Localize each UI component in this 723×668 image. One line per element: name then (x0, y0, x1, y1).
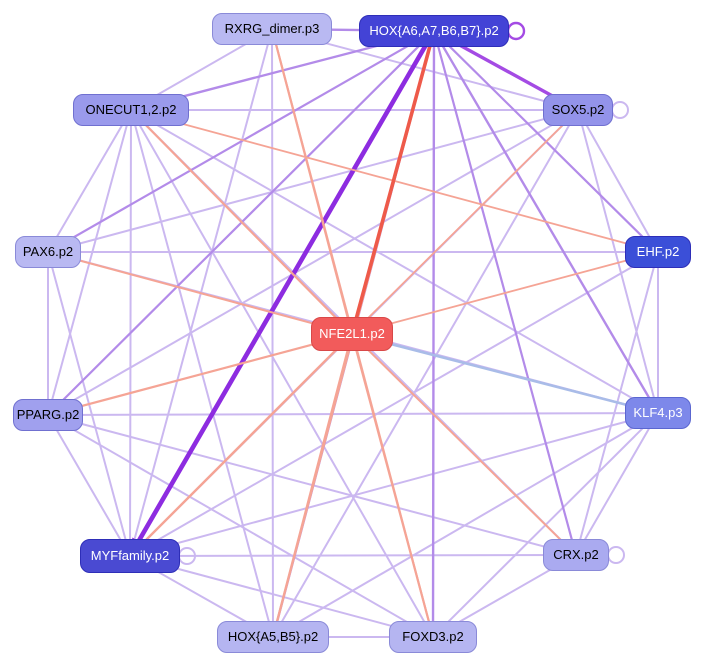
edge-hox67-crx (432, 29, 575, 549)
edge-nfe2l1-myf (134, 332, 354, 552)
edge-hox67-ehf (432, 29, 654, 248)
edge-myf-klf4 (136, 414, 652, 555)
node-hox67[interactable]: HOX{A6,A7,B6,B7}.p2 (359, 15, 509, 47)
node-onecut[interactable]: ONECUT1,2.p2 (73, 94, 189, 126)
node-rxrg[interactable]: RXRG_dimer.p3 (212, 13, 332, 45)
edge-hox67-pparg (52, 29, 436, 411)
edge-pparg-crx (47, 414, 570, 554)
edge-sox5-rxrg (278, 30, 579, 111)
edge-foxd3-crx (439, 558, 570, 634)
node-klf4[interactable]: KLF4.p3 (625, 397, 691, 429)
node-sox5[interactable]: SOX5.p2 (543, 94, 613, 126)
edge-nfe2l1-ehf (351, 253, 652, 335)
node-nfe2l1[interactable]: NFE2L1.p2 (311, 317, 393, 351)
edge-klf4-sox5 (579, 116, 657, 407)
edge-onecut-pparg (49, 109, 132, 409)
node-ehf[interactable]: EHF.p2 (625, 236, 691, 268)
self-loop-hox67 (506, 21, 526, 41)
edge-onecut-klf4 (136, 113, 653, 410)
edge-onecut-foxd3 (130, 109, 431, 632)
edge-nfe2l1-hox67 (350, 39, 434, 336)
edge-nfe2l1-sox5 (351, 114, 574, 335)
edge-myf-crx (137, 554, 569, 557)
edge-pparg-klf4 (55, 412, 651, 416)
edge-hox67-myf (133, 28, 437, 548)
edge-pparg-myf (51, 421, 127, 550)
edge-nfe2l1-crx (351, 333, 572, 551)
node-pparg[interactable]: PPARG.p2 (13, 399, 83, 431)
edge-onecut-pax6 (51, 116, 128, 246)
edge-rxrg-onecut (137, 32, 266, 107)
edge-hox67-pax6 (54, 29, 436, 249)
edge-foxd3-klf4 (432, 417, 654, 638)
edge-hox67-klf4 (432, 29, 655, 407)
edge-nfe2l1-onecut (135, 114, 354, 336)
edge-hox55-klf4 (272, 416, 653, 638)
edge-ehf-onecut (137, 111, 659, 253)
node-crx[interactable]: CRX.p2 (543, 539, 609, 571)
edge-klf4-nfe2l1 (359, 334, 660, 415)
node-foxd3[interactable]: FOXD3.p2 (389, 621, 477, 653)
edge-ehf-sox5 (580, 116, 656, 246)
edge-pparg-foxd3 (47, 414, 428, 634)
self-loop-sox5 (611, 101, 629, 119)
edge-pax6-sox5 (47, 111, 572, 253)
self-loop-crx (607, 546, 625, 564)
edge-crx-klf4 (579, 419, 655, 549)
edge-hox67-foxd3 (431, 29, 436, 630)
node-pax6[interactable]: PAX6.p2 (15, 236, 81, 268)
edge-rxrg-hox55 (271, 36, 274, 630)
edge-hox55-sox5 (272, 115, 575, 638)
edge-pax6-myf (47, 251, 129, 550)
edge-pparg-sox5 (47, 113, 573, 416)
edge-myf-ehf (129, 255, 653, 557)
edge-nfe2l1-pparg (55, 332, 353, 414)
node-myf[interactable]: MYFfamily.p2 (80, 539, 180, 573)
edge-myf-foxd3 (136, 557, 427, 636)
edge-nfe2l1-pax6 (54, 253, 353, 335)
node-hox55[interactable]: HOX{A5,B5}.p2 (217, 621, 329, 653)
